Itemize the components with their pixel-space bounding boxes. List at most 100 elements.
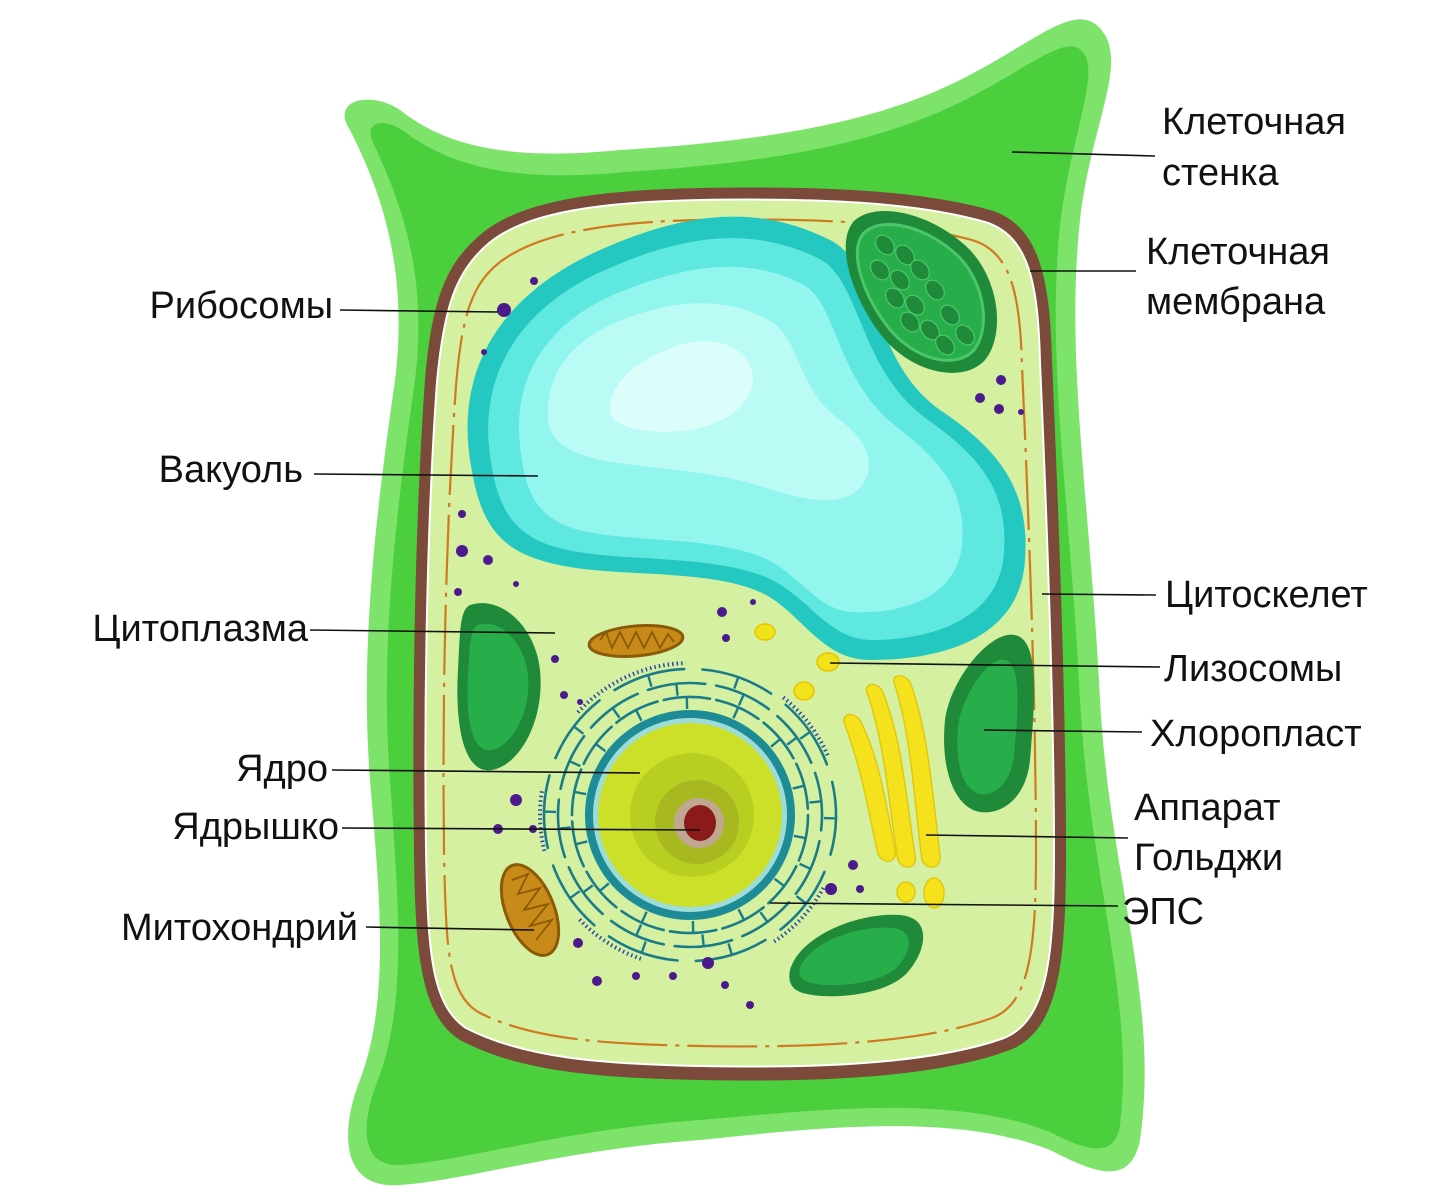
er-connector bbox=[634, 709, 643, 722]
mitochondrion-top-cristae bbox=[599, 629, 675, 651]
rough-er-ribosomes bbox=[576, 661, 686, 714]
er-connector bbox=[646, 674, 653, 687]
ribosome bbox=[825, 883, 837, 895]
er-connector bbox=[675, 683, 679, 696]
ribosome bbox=[722, 634, 730, 642]
er-cisterna bbox=[721, 906, 765, 930]
leader-golgi bbox=[925, 834, 1129, 839]
ribosome bbox=[454, 588, 462, 596]
nucleolus bbox=[684, 805, 716, 841]
label-vacuole: Вакуоль bbox=[159, 449, 303, 491]
chloroplast-bottom bbox=[789, 914, 924, 997]
thylakoid bbox=[940, 304, 960, 326]
er-cisterna bbox=[585, 870, 618, 909]
label-cell-membrane: Клеточная мембрана bbox=[1146, 231, 1341, 323]
er-connector bbox=[640, 911, 648, 924]
er-connector bbox=[569, 890, 581, 900]
leader-nucleolus bbox=[341, 827, 701, 831]
er-connector bbox=[786, 736, 798, 746]
ribosome bbox=[513, 581, 519, 587]
ribosome bbox=[530, 277, 538, 285]
er-connector bbox=[573, 725, 585, 735]
ribosome bbox=[994, 404, 1004, 414]
ribosome bbox=[481, 349, 487, 355]
er-connector bbox=[635, 924, 643, 936]
chloroplast-top bbox=[845, 211, 997, 373]
leader-cytoplasm bbox=[309, 629, 556, 634]
er-connector bbox=[759, 911, 769, 923]
er-connector bbox=[582, 884, 594, 894]
ribosome bbox=[573, 938, 583, 948]
thylakoid bbox=[885, 287, 905, 309]
ribosome bbox=[717, 607, 727, 617]
er-connector bbox=[795, 895, 807, 905]
label-mitochondrion: Митохондрий bbox=[121, 907, 358, 949]
golgi-cisterna-3 bbox=[893, 675, 941, 868]
chloroplast-right-light bbox=[957, 659, 1018, 795]
ribosome bbox=[551, 655, 559, 663]
label-cytoplasm: Цитоплазма bbox=[92, 608, 308, 650]
thylakoid bbox=[875, 234, 895, 256]
vacuole bbox=[467, 216, 1026, 661]
er-connector bbox=[640, 941, 647, 954]
thylakoid bbox=[935, 334, 955, 356]
ribosome bbox=[497, 303, 511, 317]
leader-cell-wall bbox=[1011, 151, 1156, 157]
ribosome bbox=[483, 555, 493, 565]
leader-vacuole bbox=[313, 473, 539, 477]
ribosome bbox=[510, 794, 522, 806]
chloroplast-left-light bbox=[467, 623, 529, 751]
er-cisterna bbox=[762, 721, 795, 760]
ribosome bbox=[632, 972, 640, 980]
leader-er bbox=[769, 902, 1119, 907]
ribosome bbox=[746, 1001, 754, 1009]
golgi-cisterna-2 bbox=[865, 683, 917, 868]
endoplasmic-reticulum bbox=[538, 661, 838, 963]
er-connector bbox=[773, 877, 785, 888]
chloroplast-bottom-light bbox=[799, 927, 909, 986]
ribosome bbox=[577, 699, 583, 705]
chloroplast-left bbox=[457, 603, 541, 771]
labels: Клеточная стенка Клеточная мембрана Рибо… bbox=[92, 101, 1367, 949]
leader-cytoskeleton bbox=[1041, 593, 1157, 596]
er-connector bbox=[611, 707, 621, 719]
er-connector bbox=[574, 790, 587, 796]
label-nucleolus: Ядрышко bbox=[172, 806, 339, 848]
er-cisterna bbox=[615, 700, 659, 724]
er-connector bbox=[799, 862, 811, 870]
label-chloroplast: Хлоропласт bbox=[1150, 713, 1362, 755]
ribosome bbox=[560, 691, 568, 699]
ribosome bbox=[996, 375, 1006, 385]
ribosome bbox=[750, 599, 756, 605]
label-golgi: Аппарат Гольджи bbox=[1134, 787, 1291, 879]
ribosome bbox=[975, 393, 985, 403]
chloroplast-right bbox=[944, 634, 1035, 813]
er-connector bbox=[727, 943, 734, 956]
label-ribosomes: Рибосомы bbox=[150, 285, 333, 327]
lysosomes bbox=[754, 623, 840, 701]
er-connector bbox=[799, 730, 811, 740]
ribosome bbox=[702, 957, 714, 969]
er-connector bbox=[732, 706, 740, 719]
er-connector bbox=[599, 882, 610, 892]
er-connector bbox=[793, 834, 806, 840]
golgi-apparatus bbox=[843, 675, 945, 909]
er-connector bbox=[792, 784, 805, 790]
er-connector bbox=[737, 694, 745, 706]
golgi-vesicle bbox=[896, 881, 916, 903]
thylakoid bbox=[955, 324, 975, 346]
vacuole-highlight bbox=[610, 341, 753, 432]
label-nucleus: Ядро bbox=[236, 748, 328, 790]
ribosome bbox=[1018, 409, 1024, 415]
lysosome bbox=[793, 681, 815, 701]
mitochondrion-top bbox=[587, 624, 685, 658]
leader-ribosomes bbox=[339, 309, 499, 313]
leader-lysosomes bbox=[829, 662, 1161, 668]
chloroplast-top-inner bbox=[855, 223, 985, 362]
leader-lines bbox=[309, 151, 1161, 931]
golgi-cisterna-1 bbox=[843, 713, 897, 862]
lysosome bbox=[816, 652, 840, 672]
golgi-vesicle bbox=[923, 877, 945, 909]
ribosome bbox=[721, 981, 729, 989]
